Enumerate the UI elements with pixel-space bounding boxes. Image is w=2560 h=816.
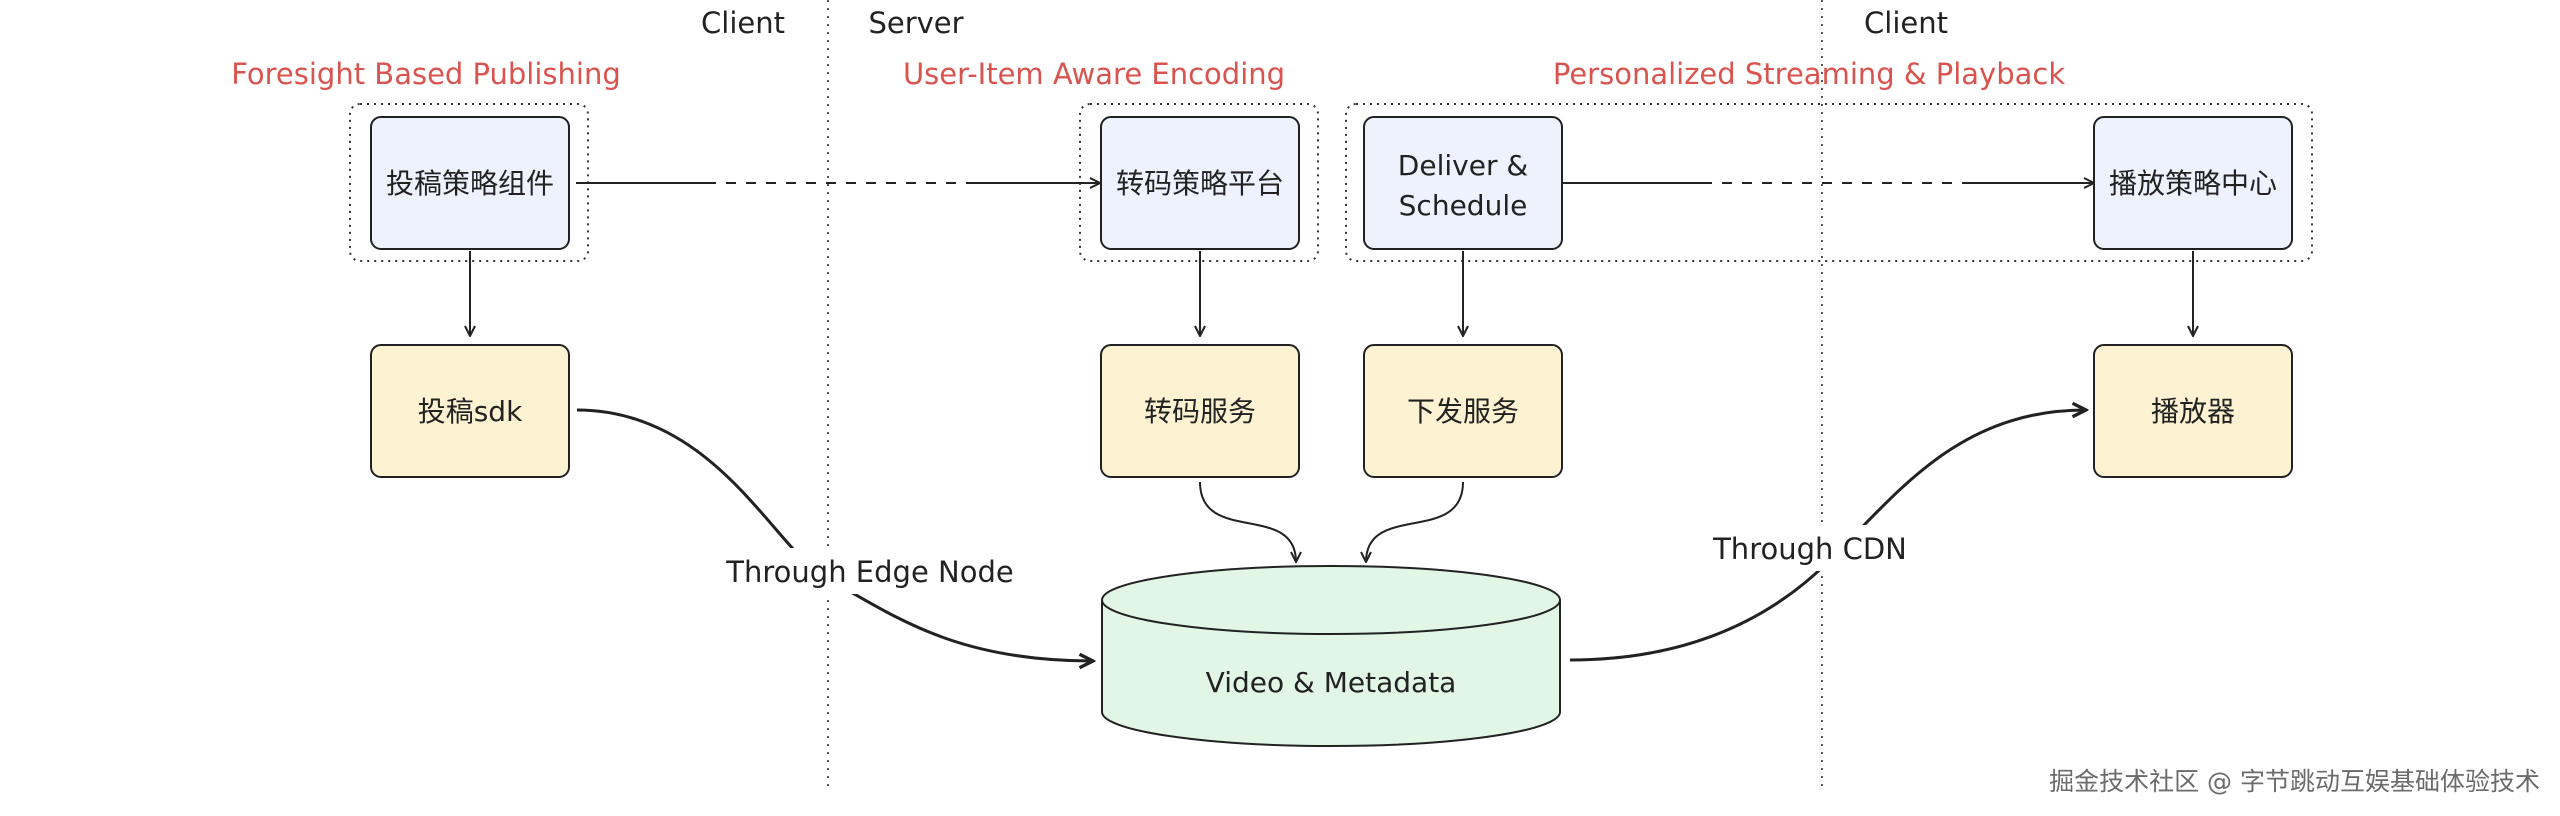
group-box-streaming [1345,103,2313,262]
edge-label-bg-edge-node [736,548,1004,594]
node-deliver-schedule-line2: Schedule [1399,189,1528,222]
node-storage-label: Video & Metadata [1206,666,1457,699]
node-playback-policy-box [2093,116,2293,250]
node-transcode-policy-box [1100,116,1300,250]
node-upload-policy-box [370,116,570,250]
node-upload-policy-label: 投稿策略组件 [386,167,554,200]
edge-label-edge-node: Through Edge Node [725,555,1013,589]
node-storage-cylinder [1101,565,1561,747]
node-transcode-service-label: 转码服务 [1144,395,1256,428]
node-delivery-service-label: 下发服务 [1407,395,1519,428]
node-upload-sdk-label: 投稿sdk [418,395,523,428]
node-playback-policy-label: 播放策略中心 [2109,167,2277,200]
node-delivery-service-box [1363,344,1563,478]
zone-label-client-left: Client [701,6,785,40]
node-deliver-schedule-line1: Deliver & [1398,149,1528,182]
edge-transcode-service-to-storage [1199,481,1296,562]
node-player-box [2093,344,2293,478]
node-deliver-schedule-box [1363,116,1563,250]
section-title-encoding: User-Item Aware Encoding [903,57,1285,91]
node-upload-sdk-box [370,344,570,478]
section-title-publishing: Foresight Based Publishing [231,57,621,91]
zone-label-client-right: Client [1864,6,1948,40]
node-transcode-policy-label: 转码策略平台 [1116,167,1284,200]
section-title-streaming: Personalized Streaming & Playback [1553,57,2065,91]
edge-delivery-service-to-storage [1366,481,1464,562]
group-box-encoding [1079,103,1319,262]
node-transcode-service-box [1100,344,1300,478]
watermark-text: 掘金技术社区 @ 字节跳动互娱基础体验技术 [2049,767,2540,796]
edge-label-bg-cdn [1716,525,1904,571]
node-player-label: 播放器 [2151,395,2235,428]
edge-sdk-to-storage [576,408,1093,661]
zone-label-server: Server [868,6,963,40]
edge-label-cdn: Through CDN [1712,532,1907,566]
